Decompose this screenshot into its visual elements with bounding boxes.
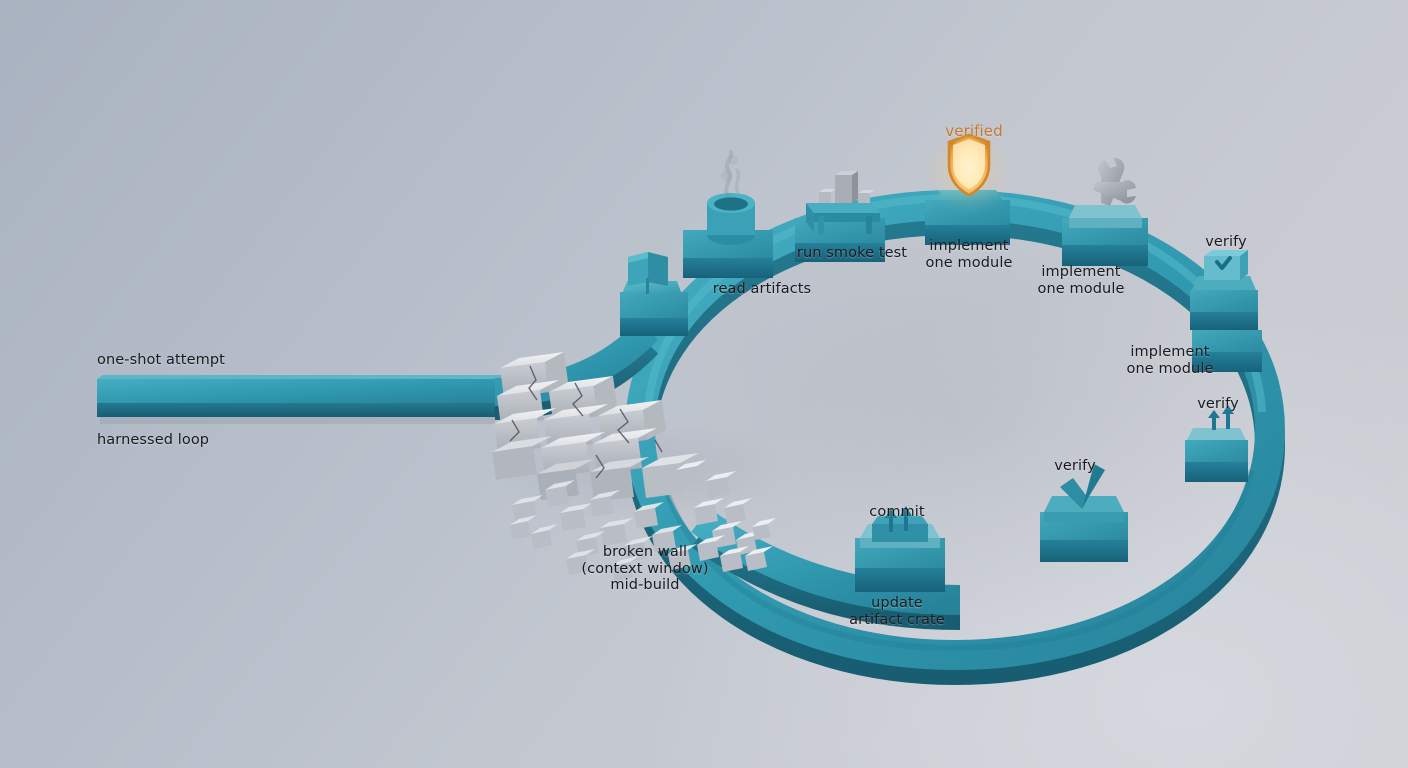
label-run-smoke-test: run smoke test xyxy=(796,245,908,261)
station-update-artifact-crate[interactable] xyxy=(855,506,945,592)
station-verify-1[interactable] xyxy=(1190,250,1258,330)
station-implement-module-1[interactable] xyxy=(925,126,1013,245)
open-book-icon xyxy=(628,252,668,294)
test-bench-icon xyxy=(806,171,880,234)
station-run-smoke-test[interactable] xyxy=(795,171,885,262)
label-update-artifact-crate: update artifact crate xyxy=(849,595,945,628)
station-implement-module-2[interactable] xyxy=(1062,157,1148,266)
label-broken-wall: broken wall (context window) mid-build xyxy=(581,544,709,593)
station-read-artifacts[interactable] xyxy=(683,150,773,278)
checkmark-icon xyxy=(1060,464,1105,509)
station-open-book[interactable] xyxy=(620,252,688,336)
station-verify-3[interactable] xyxy=(1040,464,1128,562)
broken-wall-graphic xyxy=(492,352,776,581)
label-implement-one-module-top: implement one module xyxy=(925,238,1013,271)
label-verify-right: verify xyxy=(1197,396,1239,412)
station-implement-module-3[interactable] xyxy=(1192,330,1262,372)
label-commit: commit xyxy=(869,504,925,520)
up-arrows-icon xyxy=(885,506,912,532)
one-shot-track xyxy=(97,375,516,417)
label-implement-one-module-right: implement one module xyxy=(1126,344,1214,377)
wall-rubble xyxy=(510,460,776,581)
label-verify-lower-right: verify xyxy=(1054,458,1096,474)
label-verified: verified xyxy=(945,122,1003,140)
label-one-shot-attempt: one-shot attempt xyxy=(97,352,225,368)
label-verify-upper-right: verify xyxy=(1205,234,1247,250)
label-read-artifacts: read artifacts xyxy=(712,281,812,297)
station-verify-2[interactable] xyxy=(1185,405,1248,482)
shield-icon xyxy=(947,133,991,197)
cup-with-steam-icon xyxy=(707,150,755,245)
label-implement-one-module-upper-right: implement one module xyxy=(1037,264,1125,297)
checkbox-cube-icon xyxy=(1204,250,1248,280)
wrench-icon xyxy=(1093,157,1136,206)
up-arrows-icon xyxy=(1208,405,1234,430)
label-harnessed-loop: harnessed loop xyxy=(97,432,210,448)
